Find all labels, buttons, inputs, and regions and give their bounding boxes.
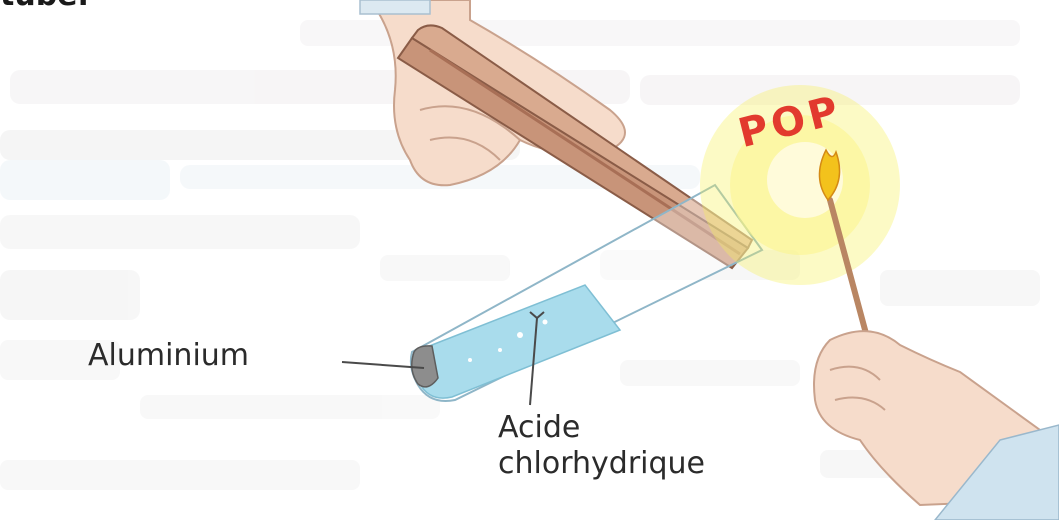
label-aluminium: Aluminium xyxy=(88,338,249,373)
hand-holding-splint xyxy=(814,331,1059,520)
label-acid-line2: chlorhydrique xyxy=(498,446,705,481)
label-acid-line1: Acide xyxy=(498,410,580,445)
clipped-header-text: tube. xyxy=(0,0,89,13)
